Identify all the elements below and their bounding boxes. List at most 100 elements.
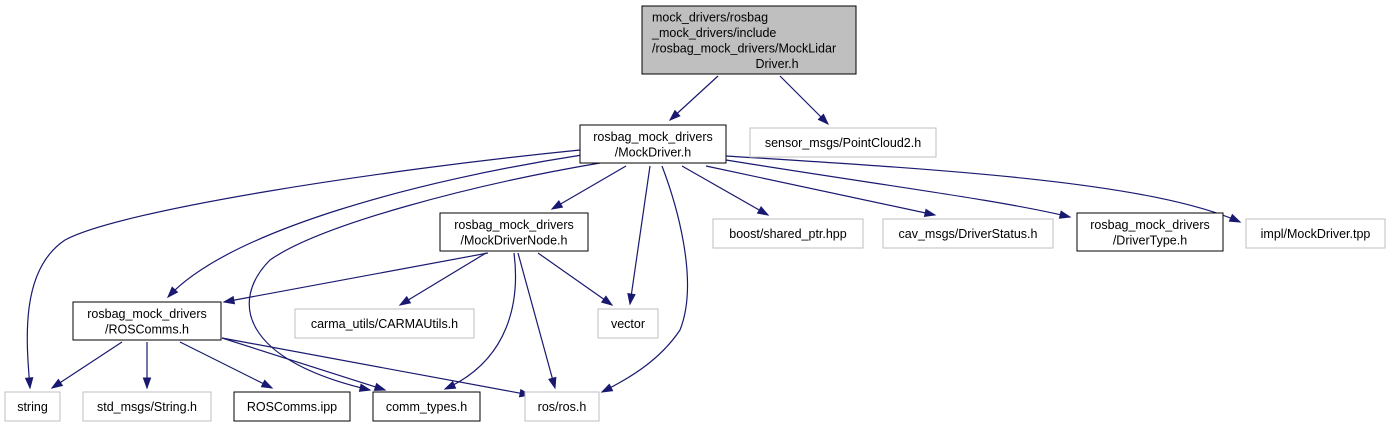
edge-arrowhead xyxy=(358,383,372,392)
node-mockdriver[interactable]: rosbag_mock_drivers/MockDriver.h xyxy=(579,124,727,164)
edge-line xyxy=(537,252,613,306)
node-label-line: sensor_msgs/PointCloud2.h xyxy=(765,136,921,150)
edge-line xyxy=(779,75,829,125)
node-label-line: cav_msgs/DriverStatus.h xyxy=(899,227,1038,241)
edge-mockdriver-to-mockdrivernode xyxy=(550,165,627,210)
edge-line xyxy=(221,337,386,391)
edge-arrowhead xyxy=(166,286,179,299)
node-pointcloud2: sensor_msgs/PointCloud2.h xyxy=(749,127,937,158)
edge-arrowhead xyxy=(50,378,64,389)
edge-line xyxy=(444,252,517,390)
node-label-line: comm_types.h xyxy=(386,400,467,414)
edge-line xyxy=(629,165,651,305)
edge-mockdriver-to-driverstatus xyxy=(705,165,937,218)
node-label-line: /DriverType.h xyxy=(1113,233,1187,247)
edge-mockdriver-to-shared_ptr xyxy=(681,165,770,216)
node-box xyxy=(372,391,481,422)
edges-layer xyxy=(24,75,1242,398)
edge-line xyxy=(167,154,583,298)
edge-mockdriver-to-string xyxy=(24,149,581,390)
node-label-line: rosbag_mock_drivers xyxy=(593,130,713,144)
node-label-line: std_msgs/String.h xyxy=(97,400,197,414)
node-box xyxy=(4,391,61,422)
edge-mockdrivernode-to-comm_types xyxy=(443,252,517,390)
edge-mockdriver-to-drivertype xyxy=(725,159,1072,219)
node-roscomms-ipp[interactable]: ROSComms.ipp xyxy=(233,391,351,422)
edge-roscomms-to-roscomms_ipp xyxy=(179,341,274,389)
edge-arrowhead xyxy=(600,383,614,393)
node-comm-types[interactable]: comm_types.h xyxy=(372,391,481,422)
node-string: string xyxy=(4,391,61,422)
node-label-line: /rosbag_mock_drivers/MockLidar xyxy=(652,41,836,55)
edge-arrowhead xyxy=(756,206,770,216)
edge-arrowhead xyxy=(817,113,830,126)
edge-arrowhead xyxy=(548,376,557,390)
node-label-line: /MockDriverNode.h xyxy=(461,233,568,247)
node-box xyxy=(1076,212,1224,252)
node-label-line: rosbag_mock_drivers xyxy=(1090,218,1210,232)
node-box xyxy=(82,391,212,422)
node-box xyxy=(597,308,659,339)
edge-arrowhead xyxy=(222,295,236,305)
node-label-line: _mock_drivers/include xyxy=(651,26,776,40)
edge-mockdriver-to-mockdriver_tpp xyxy=(725,155,1242,223)
edge-line xyxy=(705,165,936,216)
node-label-line: /MockDriver.h xyxy=(615,145,691,159)
node-label-line: string xyxy=(17,400,48,414)
node-box xyxy=(749,127,937,158)
node-label-line: carma_utils/CARMAUtils.h xyxy=(311,317,458,331)
node-mockdrivernode[interactable]: rosbag_mock_drivers/MockDriverNode.h xyxy=(439,212,589,252)
edge-arrowhead xyxy=(398,295,412,306)
node-box xyxy=(882,218,1054,249)
edge-mockdriver-to-vector xyxy=(627,165,651,306)
edge-arrowhead xyxy=(142,377,152,390)
node-drivertype[interactable]: rosbag_mock_drivers/DriverType.h xyxy=(1076,212,1224,252)
node-box xyxy=(524,391,600,422)
node-label-line: ros/ros.h xyxy=(538,400,587,414)
edge-line xyxy=(221,337,531,396)
edge-line xyxy=(51,341,123,389)
node-mockdriver-tpp: impl/MockDriver.tpp xyxy=(1245,218,1386,249)
node-box xyxy=(579,124,727,164)
node-label-line: rosbag_mock_drivers xyxy=(454,218,574,232)
node-label-line: impl/MockDriver.tpp xyxy=(1261,227,1371,241)
edge-root-to-mockdriver xyxy=(668,75,719,121)
edge-line xyxy=(517,252,556,389)
edge-arrowhead xyxy=(668,109,681,121)
node-box xyxy=(233,391,351,422)
node-roscomms[interactable]: rosbag_mock_drivers/ROSComms.h xyxy=(72,301,222,341)
edge-line xyxy=(248,162,601,391)
edge-arrowhead xyxy=(1228,213,1242,223)
edge-arrowhead xyxy=(550,199,564,210)
node-box xyxy=(1245,218,1386,249)
node-label-line: boost/shared_ptr.hpp xyxy=(729,227,846,241)
nodes-layer: mock_drivers/rosbag_mock_drivers/include… xyxy=(4,5,1386,422)
node-vector: vector xyxy=(597,308,659,339)
node-shared-ptr: boost/shared_ptr.hpp xyxy=(712,218,864,249)
edge-roscomms-to-std_string xyxy=(142,342,152,390)
edge-mockdrivernode-to-carmautils xyxy=(398,252,487,306)
edge-line xyxy=(223,252,489,303)
node-box xyxy=(439,212,589,252)
edge-mockdrivernode-to-ros xyxy=(517,252,557,390)
edge-arrowhead xyxy=(260,379,274,389)
edge-roscomms-to-string xyxy=(50,341,123,389)
edge-arrowhead xyxy=(443,380,457,390)
node-box xyxy=(72,301,222,341)
edge-line xyxy=(681,165,769,216)
edge-line xyxy=(179,341,273,389)
node-std-string: std_msgs/String.h xyxy=(82,391,212,422)
node-label-line: vector xyxy=(611,317,645,331)
edge-arrowhead xyxy=(1058,210,1072,219)
node-ros: ros/ros.h xyxy=(524,391,600,422)
edge-line xyxy=(725,159,1071,218)
edge-line xyxy=(669,75,719,121)
edge-root-to-pointcloud2 xyxy=(779,75,830,126)
edge-mockdriver-to-comm_types xyxy=(248,162,601,392)
edge-line xyxy=(551,165,627,210)
node-box xyxy=(641,5,857,75)
edge-mockdriver-to-ros xyxy=(600,165,689,393)
edge-line xyxy=(725,155,1241,223)
edge-arrowhead xyxy=(373,382,387,391)
